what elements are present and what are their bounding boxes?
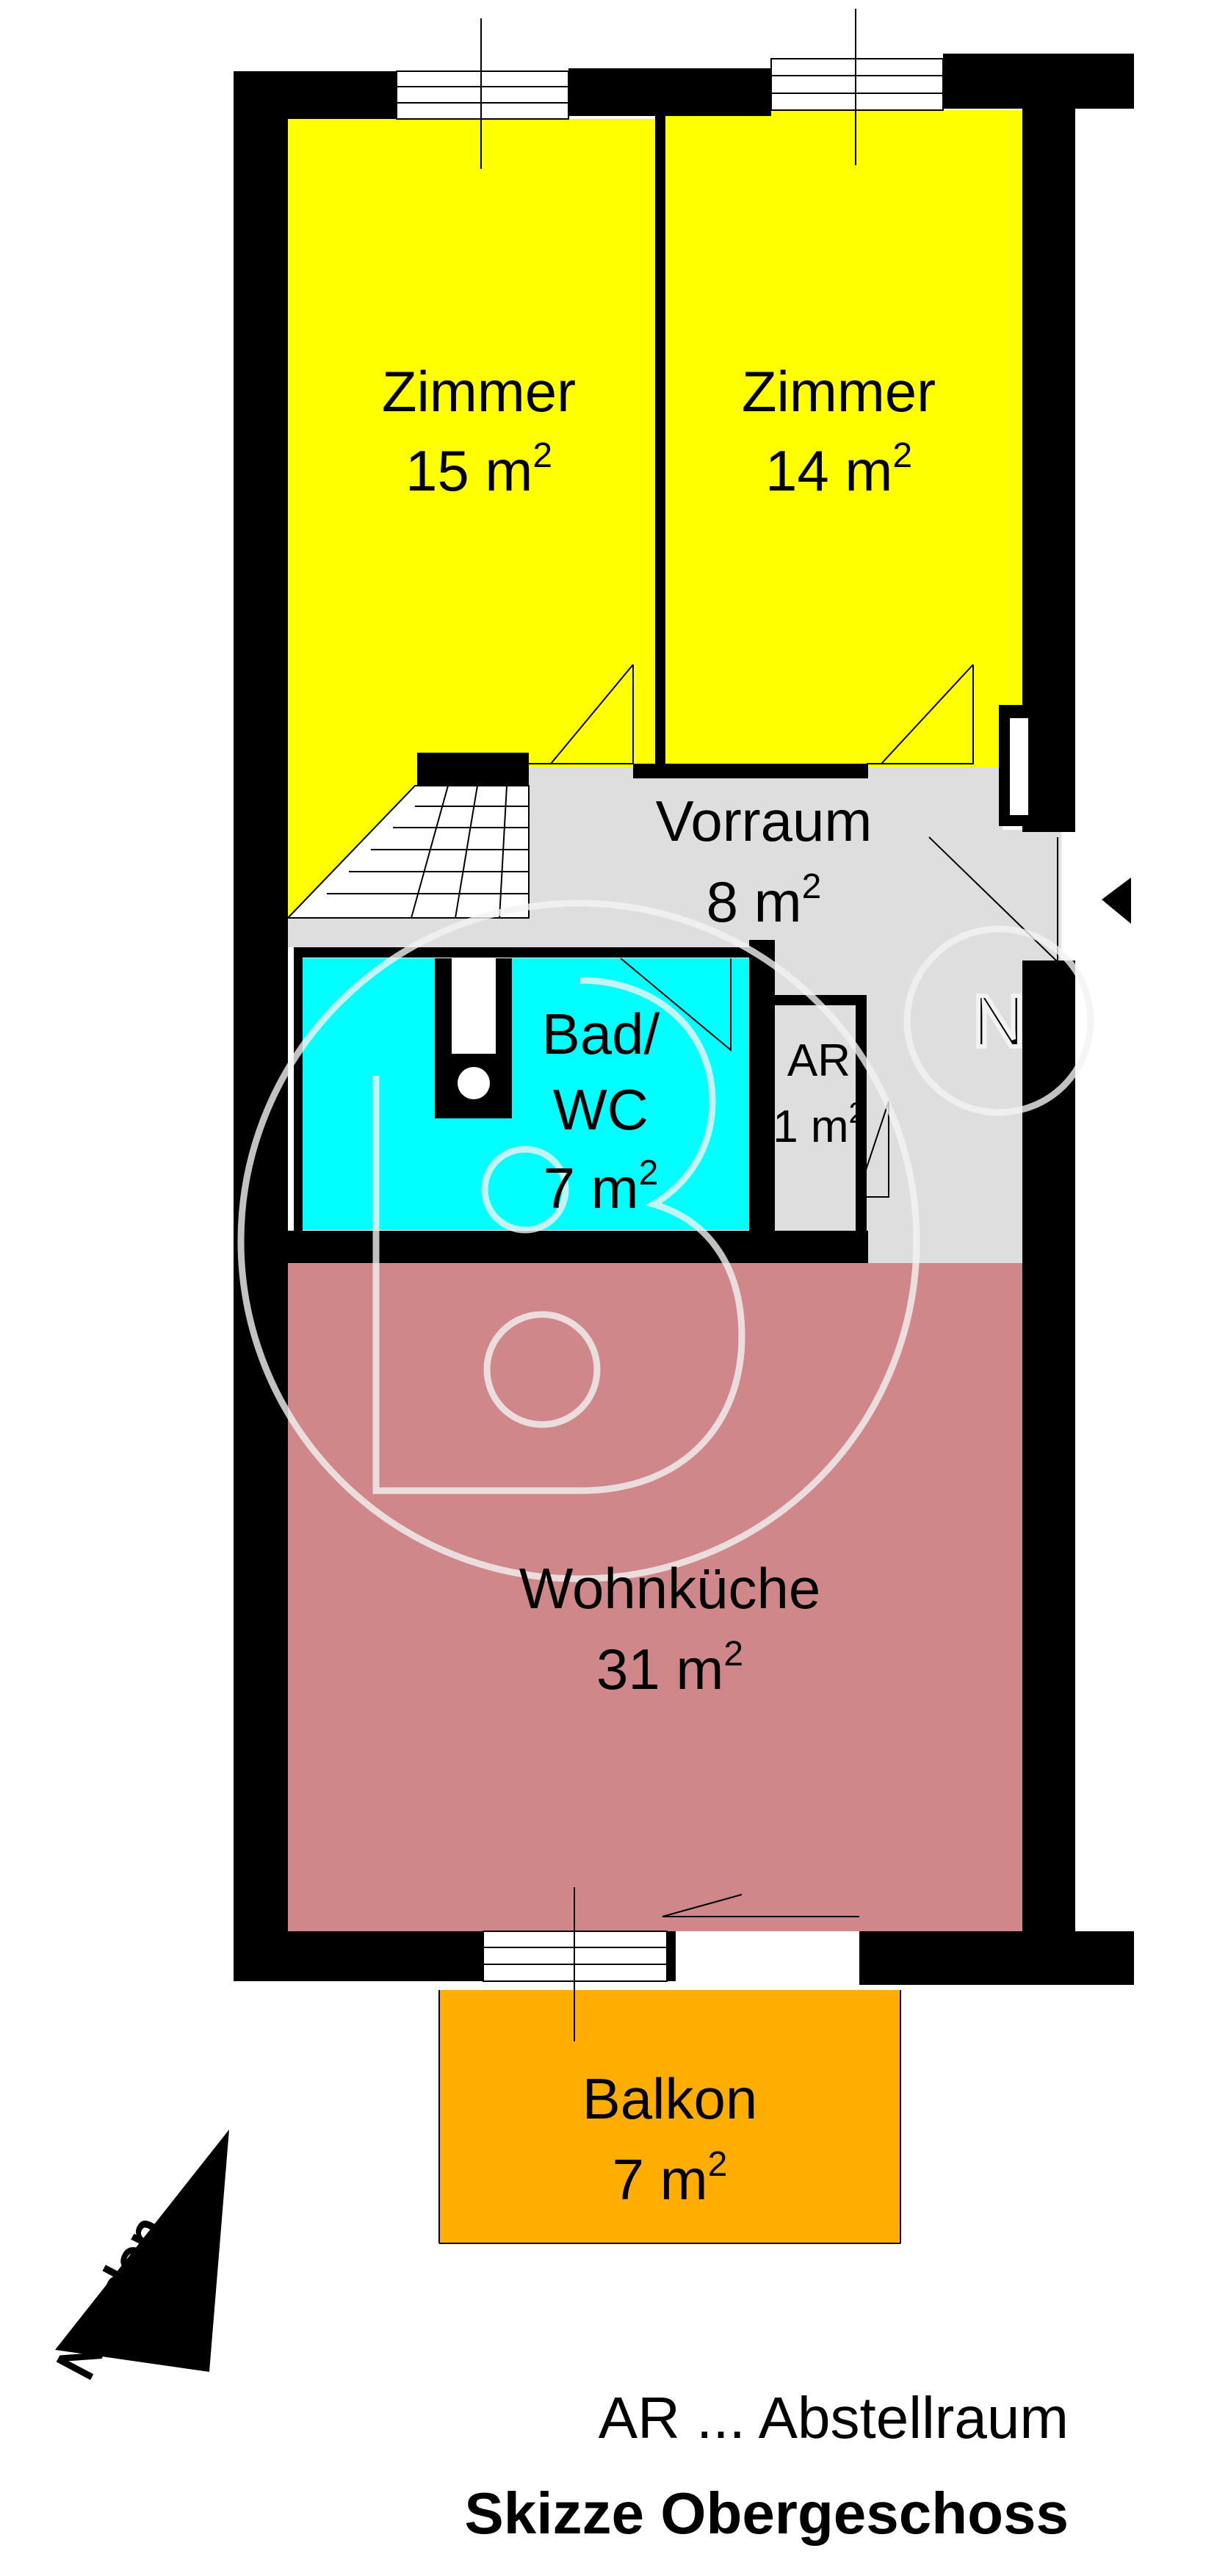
room-vorraum [288,767,1061,1263]
room-balkon [439,1990,900,2243]
area-zimmer-left: 15 m2 [405,436,552,503]
label-bad-line1: Bad/ [542,1002,660,1066]
entry-niche [1010,718,1028,815]
walls [234,54,1134,1985]
area-balkon: 7 m2 [613,2145,728,2212]
caption-title: Skizze Obergeschoss [464,2481,1069,2546]
room-wohnkueche [288,1263,1022,1931]
entrance-arrow [1102,878,1131,924]
watermark-logo [237,900,1094,1582]
room-zimmer-right [665,110,1023,771]
area-vorraum: 8 m2 [707,867,822,934]
legend-text: AR ... Abstellraum [599,2385,1069,2450]
label-zimmer-left: Zimmer [382,359,576,424]
label-vorraum: Vorraum [656,789,873,853]
room-ar [773,1002,863,1245]
label-ar: AR [787,1035,850,1086]
label-balkon: Balkon [582,2066,758,2131]
door-swings [438,664,1058,2244]
area-bad: 7 m2 [543,1154,659,1220]
label-zimmer-right: Zimmer [742,359,936,424]
shower-drain [458,1067,490,1099]
area-wohnkueche: 31 m2 [596,1635,743,1701]
north-arrow: Norden Norden [46,2130,229,2389]
shower-tray [452,958,496,1054]
label-wohnkueche: Wohnküche [519,1556,821,1621]
area-ar: 1 m2 [773,1097,865,1152]
label-bad-line2: WC [553,1077,649,1142]
area-zimmer-right: 14 m2 [765,436,912,503]
room-bad [303,958,749,1230]
watermark-n: N [972,980,1025,1063]
windows [396,9,944,2041]
